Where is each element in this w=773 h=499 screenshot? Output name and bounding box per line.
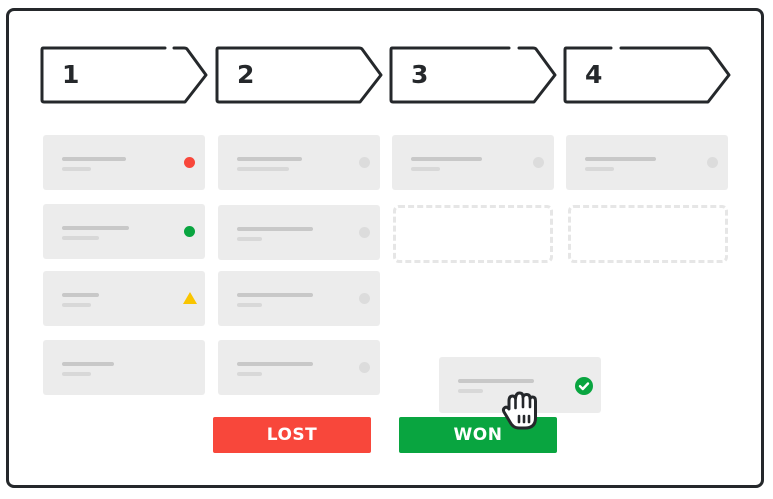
deal-card[interactable] (566, 135, 728, 190)
deal-card[interactable] (392, 135, 554, 190)
won-button[interactable]: WON (399, 417, 557, 453)
stage-header-3[interactable]: 3 (389, 46, 557, 104)
stage-number: 4 (585, 60, 603, 89)
status-gray-dot-icon (359, 157, 370, 168)
card-subtitle-placeholder (237, 167, 289, 171)
card-subtitle-placeholder (458, 389, 483, 393)
card-subtitle-placeholder (62, 303, 91, 307)
deal-card[interactable] (218, 135, 380, 190)
stage-header-4[interactable]: 4 (563, 46, 731, 104)
drop-zone-placeholder[interactable] (568, 205, 728, 263)
card-subtitle-placeholder (62, 236, 99, 240)
grab-hand-cursor-icon (500, 388, 540, 437)
card-title-placeholder (237, 227, 313, 231)
stage-header-1[interactable]: 1 (40, 46, 208, 104)
card-title-placeholder (411, 157, 482, 161)
arrow-shape-icon (389, 46, 557, 104)
card-subtitle-placeholder (585, 167, 614, 171)
card-title-placeholder (62, 226, 129, 230)
lost-button[interactable]: LOST (213, 417, 371, 453)
card-title-placeholder (585, 157, 656, 161)
card-title-placeholder (458, 379, 534, 383)
card-subtitle-placeholder (411, 167, 440, 171)
stage-number: 2 (237, 60, 255, 89)
stage-number: 3 (411, 60, 429, 89)
arrow-shape-icon (563, 46, 731, 104)
card-subtitle-placeholder (237, 372, 262, 376)
status-red-dot-icon (184, 157, 195, 168)
arrow-shape-icon (215, 46, 383, 104)
card-subtitle-placeholder (237, 303, 262, 307)
deal-card[interactable] (218, 271, 380, 326)
status-gray-dot-icon (359, 293, 370, 304)
card-subtitle-placeholder (62, 372, 91, 376)
card-title-placeholder (62, 293, 99, 297)
status-gray-dot-icon (359, 362, 370, 373)
deal-card[interactable] (43, 271, 205, 326)
deal-card[interactable] (43, 135, 205, 190)
card-subtitle-placeholder (237, 237, 262, 241)
card-title-placeholder (62, 157, 126, 161)
card-title-placeholder (237, 293, 313, 297)
stage-header-2[interactable]: 2 (215, 46, 383, 104)
card-title-placeholder (237, 157, 302, 161)
arrow-shape-icon (40, 46, 208, 104)
check-circle-icon (575, 377, 593, 395)
deal-card[interactable] (218, 205, 380, 260)
card-subtitle-placeholder (62, 167, 91, 171)
card-title-placeholder (237, 362, 313, 366)
status-green-dot-icon (184, 226, 195, 237)
warning-triangle-icon (183, 292, 197, 304)
deal-card[interactable] (218, 340, 380, 395)
drop-zone-placeholder[interactable] (393, 205, 553, 263)
deal-card[interactable] (43, 204, 205, 259)
status-gray-dot-icon (533, 157, 544, 168)
stage-number: 1 (62, 60, 80, 89)
deal-card[interactable] (43, 340, 205, 395)
status-gray-dot-icon (359, 227, 370, 238)
status-gray-dot-icon (707, 157, 718, 168)
card-title-placeholder (62, 362, 114, 366)
